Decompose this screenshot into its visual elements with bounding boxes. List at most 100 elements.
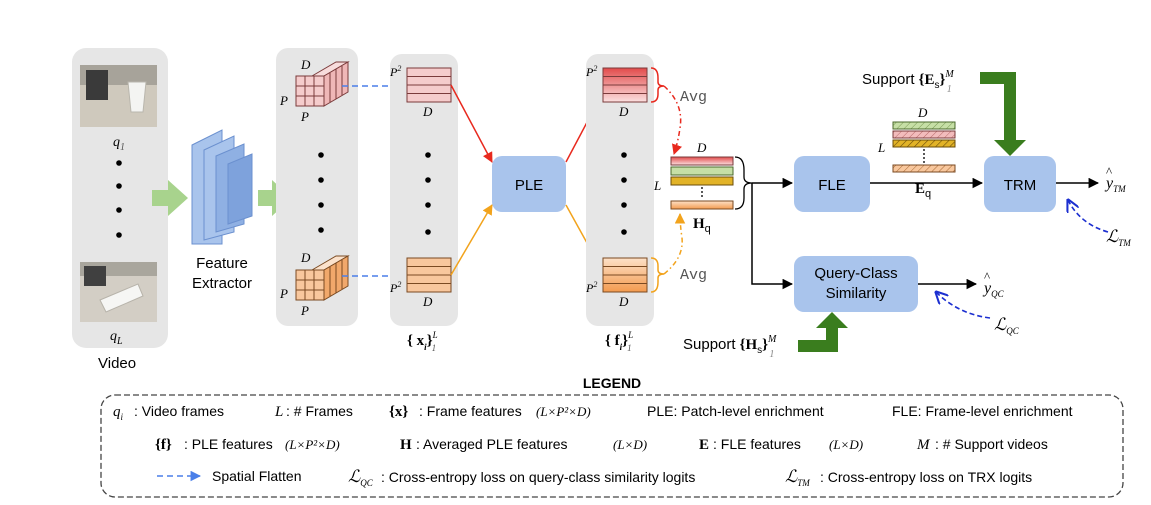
legend-M-desc: : # Support videos (935, 436, 1048, 452)
x-feature-dots (425, 152, 431, 235)
arrow-video-to-extractor (152, 180, 188, 216)
trm-label: TRM (1004, 177, 1037, 194)
legend-H-dims: (L×D) (613, 437, 647, 452)
dim-P2-x-bottom: P2 (389, 280, 401, 295)
f-feature-top (602, 67, 648, 103)
support-H-arrow (798, 312, 848, 352)
arrow-x-bottom-to-ple (450, 204, 493, 276)
support-E-arrow (980, 72, 1026, 156)
legend-title: LEGEND (583, 375, 641, 391)
y-tm-hat: ^ (1106, 164, 1112, 179)
dim-D-f-bottom: D (618, 294, 629, 309)
legend-x-desc: : Frame features (419, 403, 522, 419)
loss-qc-arrow (936, 292, 991, 319)
arrow-x-top-to-ple (450, 84, 493, 163)
dim-D-cube-bottom: D (300, 250, 311, 265)
fle-label: FLE (818, 177, 846, 194)
dim-P2-x-top: P2 (389, 64, 401, 79)
legend-lqc-symbol: ℒQC (348, 467, 374, 488)
frame-image-last (80, 262, 157, 322)
E-q-stack (892, 121, 956, 173)
legend-L-desc: : # Frames (286, 403, 353, 419)
loss-qc-label: ℒQC (994, 315, 1020, 336)
avg-label-top: Avg (680, 89, 707, 106)
legend-ltm-desc: : Cross-entropy loss on TRX logits (820, 469, 1032, 485)
avg-arrow-top (663, 85, 682, 155)
legend-H-symbol: H (400, 437, 412, 453)
legend-ple-desc: PLE: Patch-level enrichment (647, 403, 824, 419)
y-tm-label: yTM (1104, 175, 1126, 194)
loss-tm-label: ℒTM (1106, 227, 1131, 248)
patch-cube-top (295, 61, 350, 107)
y-qc-hat: ^ (984, 269, 990, 284)
feature-extractor-label-line2: Extractor (192, 275, 252, 292)
legend-box (100, 394, 1124, 498)
query-class-similarity-block: Query-Class Similarity (794, 256, 918, 312)
feature-extractor-icon (191, 129, 253, 245)
patch-panel: D P P D P P (276, 48, 358, 326)
legend-q-symbol: qi (113, 404, 124, 422)
legend-flatten-desc: Spatial Flatten (212, 468, 302, 484)
dim-P-bottom-cube-bottom: P (300, 303, 309, 318)
y-qc-label: yQC (982, 280, 1005, 299)
dim-D-H: D (696, 140, 707, 155)
loss-tm-arrow (1068, 200, 1109, 233)
avg-label-bottom: Avg (680, 267, 707, 284)
qc-label-line1: Query-Class (814, 265, 897, 282)
f-feature-bottom (602, 257, 648, 293)
frame-label-first: q1 (113, 135, 125, 153)
legend-f-dims: (L×P²×D) (285, 437, 340, 452)
legend-ltm-symbol: ℒTM (785, 467, 810, 488)
patch-cube-bottom (295, 255, 350, 301)
arrow-H-to-qc (751, 183, 794, 290)
ple-features-panel: P2 D P2 D (585, 54, 654, 326)
legend-E-desc: : FLE features (713, 436, 801, 452)
dim-P-left-cube-top: P (279, 93, 288, 108)
qc-label-line2: Similarity (826, 285, 887, 302)
legend-q-desc: : Video frames (134, 403, 224, 419)
dim-D-E: D (917, 105, 928, 120)
arrow-extractor-to-patches (258, 180, 292, 216)
E-q-label: Eq (915, 181, 931, 200)
legend-x-symbol: {x} (389, 404, 408, 420)
legend-M-symbol: M (916, 437, 931, 453)
dim-D-x-bottom: D (422, 294, 433, 309)
f-feature-dots (621, 152, 627, 235)
ple-label: PLE (515, 177, 543, 194)
legend-H-desc: : Averaged PLE features (416, 436, 568, 452)
dim-L-H: L (653, 178, 661, 193)
feature-extractor-label-line1: Feature (196, 255, 248, 272)
frame-image-first (80, 65, 157, 127)
legend-E-dims: (L×D) (829, 437, 863, 452)
legend-fle-desc: FLE: Frame-level enrichment (892, 403, 1073, 419)
x-feature-top (406, 67, 452, 103)
dim-D-cube-top: D (300, 57, 311, 72)
avg-arrow-bottom (663, 212, 686, 275)
legend-f-symbol: {f} (155, 437, 172, 453)
brace-H (734, 156, 753, 210)
trm-block: TRM (984, 156, 1056, 212)
patch-dots (318, 152, 324, 233)
x-feature-bottom (406, 257, 452, 293)
dim-P-bottom-cube-top: P (300, 109, 309, 124)
video-caption: Video (98, 355, 136, 372)
video-panel: q1 qL Video (72, 48, 168, 372)
legend-lqc-desc: : Cross-entropy loss on query-class simi… (381, 469, 695, 485)
frame-dots (116, 160, 122, 238)
dim-P2-f-bottom: P2 (585, 280, 597, 295)
frame-label-last: qL (110, 329, 123, 347)
legend-E-symbol: E (699, 437, 709, 453)
frame-features-panel: P2 D P2 D (389, 54, 458, 326)
legend-f-desc: : PLE features (184, 436, 273, 452)
H-q-stack (670, 156, 734, 210)
dim-D-x-top: D (422, 104, 433, 119)
ple-block: PLE (492, 156, 566, 212)
legend-L-symbol: L (274, 404, 283, 420)
H-q-label: Hq (693, 216, 711, 235)
dim-D-f-top: D (618, 104, 629, 119)
